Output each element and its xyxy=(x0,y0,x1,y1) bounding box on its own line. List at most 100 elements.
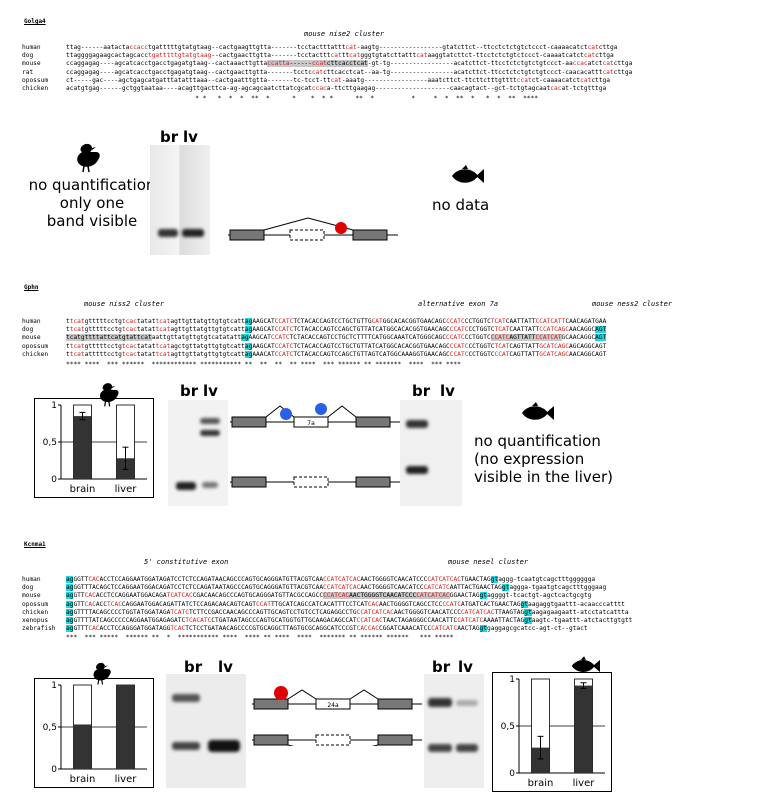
y-tick-label: 1 xyxy=(51,681,57,691)
chicken-icon xyxy=(99,383,119,407)
lane-label-br: br xyxy=(412,382,431,400)
lane-label-lv: lv xyxy=(218,658,233,676)
note-line: only one xyxy=(59,194,125,212)
gene-title-kcnma1: Kcnma1 xyxy=(24,541,46,548)
y-tick-label: 0,5 xyxy=(501,722,515,732)
splicing-diagram: 7a xyxy=(230,403,400,488)
species-label: chicken xyxy=(22,84,49,92)
x-tick-label: brain xyxy=(70,774,96,785)
x-tick-label: brain xyxy=(528,778,554,789)
sequence: acatgtgag------gctggtaataa----acagttgact… xyxy=(66,84,607,92)
species-label: mouse xyxy=(22,592,41,600)
cluster-label: 5' constitutive exon xyxy=(144,558,229,566)
y-tick-label: 0,5 xyxy=(43,438,57,448)
y-tick-label: 0 xyxy=(509,769,515,779)
bar xyxy=(73,416,92,479)
y-tick-label: 0 xyxy=(51,765,57,775)
exon-label: 7a xyxy=(307,420,315,427)
x-tick-label: liver xyxy=(115,774,138,785)
alignment-row: rat ccaggagag----agcatcacctgacctgagatgtaa… xyxy=(22,69,742,77)
species-label: opossum xyxy=(22,342,49,350)
sequence: agGTTTTACAGCCCCTGGTATGGATAGATCATCTCTTCCG… xyxy=(66,608,629,616)
species-label: dog xyxy=(22,52,34,60)
species-label: zebrafish xyxy=(22,625,56,633)
sequence: tcatgttttattcatgtattcataattgttatgttgtgtc… xyxy=(66,334,607,342)
cluster-label: alternative exon 7a xyxy=(418,300,499,308)
gphn-bar-chart: 0 0,5 1 brain liver xyxy=(43,401,147,495)
cluster-label: mouse nesel cluster xyxy=(448,558,529,566)
gene-title-golga4: Golga4 xyxy=(24,18,46,25)
lane-label-lv: lv xyxy=(203,382,218,400)
fish-icon xyxy=(452,165,484,183)
fish-icon xyxy=(522,402,554,420)
chicken-icon xyxy=(77,143,100,173)
lane-label-br: br xyxy=(160,128,179,146)
sequence: ttag------aatactaccacctgatttttgtatgtaag-… xyxy=(66,44,618,51)
lane-label-lv: lv xyxy=(440,382,455,400)
species-label: human xyxy=(22,44,41,51)
cluster-label: mouse niss2 cluster xyxy=(84,300,165,308)
species-label: opossum xyxy=(22,600,49,608)
alignment-row: dog ttcatgtttttcctgtcactatattcatagttgttat… xyxy=(22,326,742,334)
sequence: agGGTTTACAGCTCCAGGAATGGACAGATCCTCTCCAGAT… xyxy=(66,584,607,592)
note-line: band visible xyxy=(46,212,138,230)
sequence: ttaggggagaagcactagcacctgatttttgtatgtaag-… xyxy=(66,52,614,60)
golga4-fish-note: no data xyxy=(432,196,490,214)
gel-image xyxy=(400,400,462,506)
cluster-label: mouse nise2 cluster xyxy=(304,30,385,38)
lane-label-lv: lv xyxy=(458,658,473,676)
conservation-stars: **** **** *** ****** ************ ******… xyxy=(66,361,461,368)
alignment-row: chicken ttcatatttttcctgtcactatattcatagttg… xyxy=(22,350,742,359)
conservation-stars: *** *** ***** ****** ** * *********** **… xyxy=(66,634,454,641)
alignment-gphn: human ttcatgtttttcctgtcactatattcatagttgtt… xyxy=(22,318,742,359)
species-label: dog xyxy=(22,326,34,334)
sequence: ttcatgtttttcctgtcactatattcatagttgttatgtt… xyxy=(66,326,607,334)
gel-image xyxy=(168,400,228,506)
sequence: agGTTCACACCTCACCAGGAATGGACAGATTATCTCCAGA… xyxy=(66,600,625,608)
sequence: ct-----gac----agctgagcatgatttatatttaaa--… xyxy=(66,76,610,84)
bar xyxy=(116,685,135,769)
gene-title-gphn: Gphn xyxy=(24,284,39,291)
species-label: rat xyxy=(22,68,34,76)
gel-image xyxy=(150,145,210,255)
alignment-row: dog ttaggggagaagcactagcacctgatttttgtatgta… xyxy=(22,52,742,60)
y-tick-label: 1 xyxy=(509,675,515,685)
cluster-label: mouse ness2 cluster xyxy=(592,300,673,308)
note-line: no quantification xyxy=(28,176,156,194)
splicing-diagram xyxy=(228,217,398,241)
x-tick-label: brain xyxy=(70,484,96,495)
species-label: human xyxy=(22,318,41,325)
alignment-row: opossum agGTTCACACCTCACCAGGAATGGACAGATTAT… xyxy=(22,600,742,609)
y-tick-label: 1 xyxy=(51,401,57,411)
alignment-row: human ttag------aatactaccacctgatttttgtatg… xyxy=(22,44,742,52)
gphn-chart-panel: 0 0,5 1 brain liver xyxy=(34,398,154,498)
note-line: (no expression xyxy=(474,450,585,468)
bar xyxy=(73,724,92,769)
species-label: chicken xyxy=(22,350,49,358)
sequence: ttcatatttttcctgtcactatattcatagttgttatgtt… xyxy=(66,350,607,358)
note-line: no quantification xyxy=(474,432,601,450)
lane-label-br: br xyxy=(184,658,203,676)
sequence: agGGTTCACACCTCCAGGAATGGATAGATCCTCTCCAGAT… xyxy=(66,576,596,583)
kcnma1-chart-panel-right: 0 0,5 1 brain liver xyxy=(492,672,612,792)
chicken-icon xyxy=(93,662,111,685)
x-tick-label: liver xyxy=(115,484,138,495)
exon-label: 24a xyxy=(327,702,339,709)
y-tick-label: 0 xyxy=(51,475,57,485)
bar xyxy=(531,747,550,773)
sequence: ccaggagag----agcatcacctgacctgagatgtaag--… xyxy=(66,68,633,76)
species-label: mouse xyxy=(22,60,41,68)
gphn-fish-note: no quantification (no expression visible… xyxy=(474,432,613,486)
x-tick-label: liver xyxy=(573,778,596,789)
lane-label-br: br xyxy=(432,658,451,676)
sequence: agGTTCACACCTCCAGGAATGGACAGATCATCACCGACAA… xyxy=(66,592,592,600)
fish-icon xyxy=(571,656,600,673)
sequence: ttcatgtttttcctgtcactatattcatagctgttatgtt… xyxy=(66,342,607,350)
